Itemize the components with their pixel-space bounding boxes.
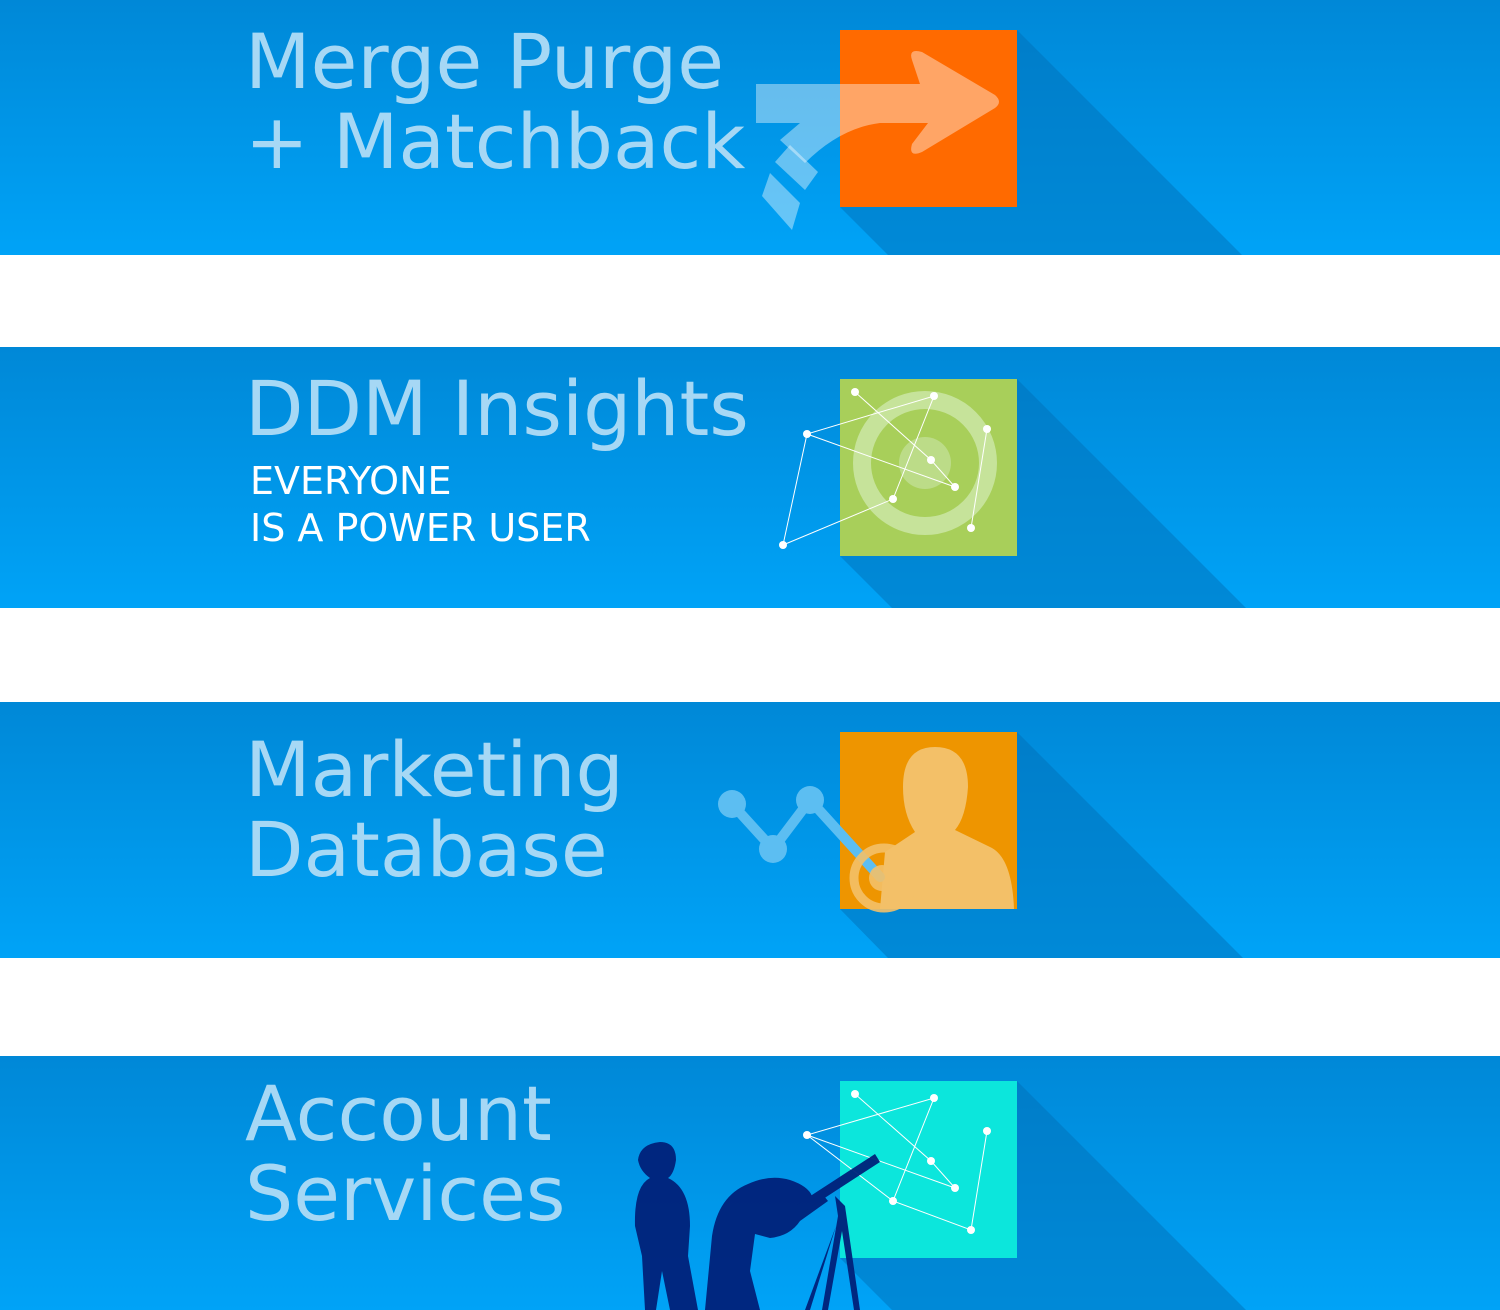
banner-ddm-insights[interactable]: DDM Insights EVERYONE IS A POWER USER xyxy=(0,347,1500,608)
banner-title: DDM Insights xyxy=(245,369,749,449)
title-line: Marketing xyxy=(245,725,624,814)
banner-title: Account Services xyxy=(245,1074,565,1234)
subtitle-line: IS A POWER USER xyxy=(250,506,591,550)
banner-subtitle: EVERYONE IS A POWER USER xyxy=(250,458,591,552)
stargazers-constellation-icon xyxy=(634,1081,1246,1310)
person-target-icon xyxy=(718,732,1243,958)
title-line: Database xyxy=(245,805,608,894)
stargazers-silhouette xyxy=(634,1142,880,1310)
title-line: Services xyxy=(245,1149,566,1238)
banner-marketing-database[interactable]: Marketing Database xyxy=(0,702,1500,958)
title-line: + Matchback xyxy=(245,97,746,186)
title-line: DDM Insights xyxy=(245,364,749,453)
banner-title: Marketing Database xyxy=(245,730,624,890)
banner-account-services[interactable]: Account Services xyxy=(0,1056,1500,1310)
banner-merge-purge[interactable]: Merge Purge + Matchback xyxy=(0,0,1500,255)
title-line: Account xyxy=(245,1069,552,1158)
subtitle-line: EVERYONE xyxy=(250,459,452,503)
arrow-icon xyxy=(756,30,1242,255)
target-constellation-icon xyxy=(779,379,1246,608)
title-line: Merge Purge xyxy=(245,17,724,106)
banner-title: Merge Purge + Matchback xyxy=(245,22,745,182)
